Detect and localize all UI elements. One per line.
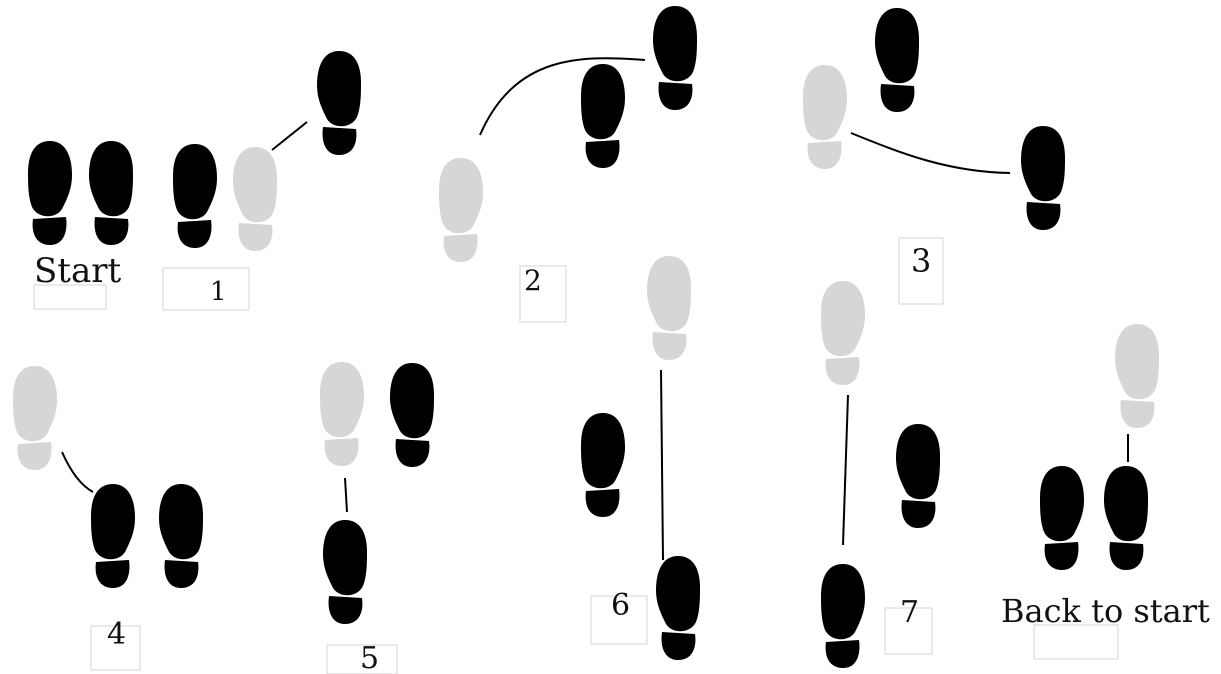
step4-left-foot-shoe-print-icon (91, 484, 135, 588)
step6-right-foot-shoe-print-icon (656, 556, 700, 660)
movement-line-6 (660, 369, 664, 561)
step4-left-foot-previous-ghost-shoe-print-icon (13, 366, 57, 470)
start-left-foot-shoe-print-icon (28, 141, 72, 245)
step3-label-box (898, 237, 944, 305)
step2-label-box (519, 265, 567, 323)
step5-label: 5 (360, 641, 379, 674)
end-left-foot-shoe-print-icon (1040, 466, 1084, 570)
step7-right-foot-shoe-print-icon (896, 424, 940, 528)
start-label: Start (34, 251, 121, 291)
step3-left-foot-shoe-print-icon (1021, 126, 1065, 230)
step1-label: 1 (210, 277, 227, 307)
step6-label-box (590, 595, 648, 645)
step6-right-foot-previous-ghost-shoe-print-icon (647, 256, 691, 360)
movement-line-7 (842, 394, 849, 546)
movement-line-4 (61, 451, 94, 493)
step3-right-foot-shoe-print-icon (875, 8, 919, 112)
step1-left-foot-shoe-print-icon (173, 144, 217, 248)
step5-label-box (326, 644, 398, 674)
movement-line-2 (479, 57, 646, 136)
movement-line-1 (271, 121, 308, 151)
step4-label-box (90, 625, 141, 671)
step1-label-box (162, 267, 250, 311)
start-right-foot-shoe-print-icon (89, 141, 133, 245)
step2-left-foot-previous-ghost-shoe-print-icon (439, 158, 483, 262)
step3-left-foot-previous-ghost-shoe-print-icon (803, 65, 847, 169)
step4-label: 4 (107, 617, 126, 652)
step7-left-foot-previous-ghost-shoe-print-icon (821, 281, 865, 385)
step7-label-box (884, 607, 933, 655)
movement-line-3 (850, 132, 1011, 174)
end-label-box (1033, 624, 1119, 660)
end-right-foot-previous-ghost-shoe-print-icon (1115, 324, 1159, 428)
step5-left-foot-previous-ghost-shoe-print-icon (320, 362, 364, 466)
step7-label: 7 (900, 595, 919, 630)
step1-right-foot-previous-ghost-shoe-print-icon (233, 147, 277, 251)
movement-line-5 (344, 477, 348, 513)
step7-left-foot-shoe-print-icon (821, 564, 865, 668)
step2-left-foot-shoe-print-icon (581, 64, 625, 168)
end-label: Back to start (1001, 592, 1210, 630)
step6-label: 6 (611, 588, 630, 623)
step2-label: 2 (524, 264, 542, 297)
step2-right-foot-shoe-print-icon (653, 6, 697, 110)
step6-left-foot-shoe-print-icon (581, 413, 625, 517)
step1-right-foot-shoe-print-icon (317, 51, 361, 155)
step3-label: 3 (911, 242, 931, 280)
step4-right-foot-shoe-print-icon (159, 484, 203, 588)
step5-right-foot-shoe-print-icon (390, 363, 434, 467)
end-right-foot-shoe-print-icon (1104, 466, 1148, 570)
start-label-box (33, 284, 107, 310)
step5-left-foot-shoe-print-icon (323, 520, 367, 624)
